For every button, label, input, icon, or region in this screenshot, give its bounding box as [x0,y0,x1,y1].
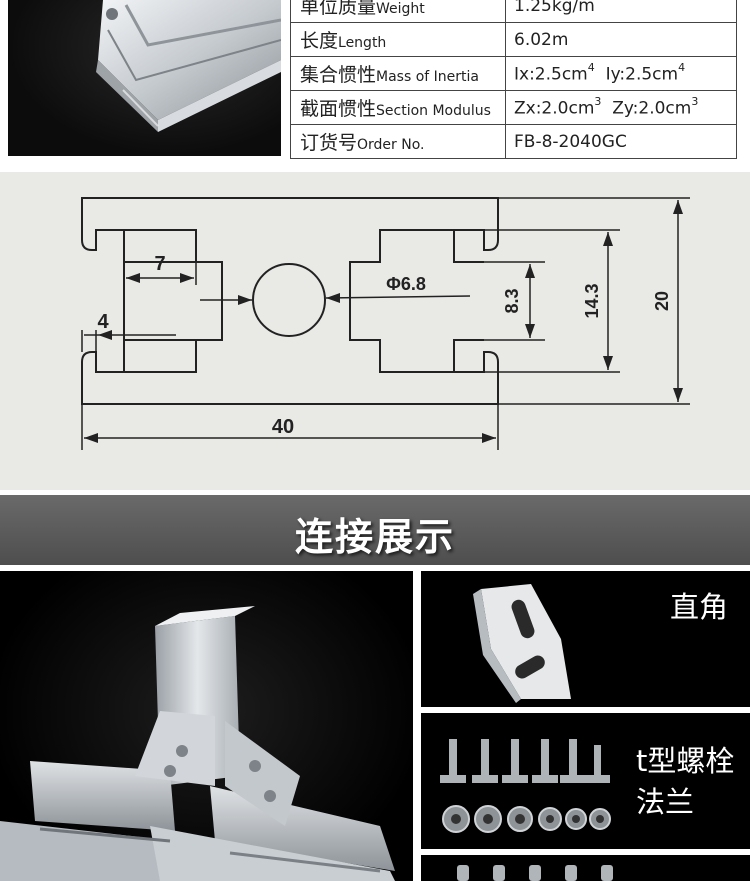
value-x: Ix:2.5cm [514,64,588,85]
label-en: Order No. [357,137,425,153]
section-header: 连接展示 [0,495,750,565]
exponent: 3 [691,94,699,108]
value-y: Zy:2.0cm [612,98,692,119]
profile-photo [8,0,281,156]
label-en: Mass of Inertia [376,69,479,85]
dim-hole-label: Φ6.8 [386,274,426,294]
dim-mid-label: 14.3 [582,283,602,318]
spec-label: 长度Length [290,22,506,57]
spec-label: 订货号Order No. [290,124,506,159]
value-y: Iy:2.5cm [605,64,679,85]
spec-value: Ix:2.5cm4 Iy:2.5cm4 [505,56,737,91]
label-en: Weight [376,1,425,17]
t-bolt-image [440,739,611,833]
dim-inner-label: 8.3 [502,288,522,313]
dim-slot-label: 7 [154,253,165,275]
spec-value: 6.02m [505,22,737,57]
angle-bracket-panel: 直角 [421,571,750,707]
label-en: Section Modulus [376,103,491,119]
label-zh: 集合惯性 [300,64,377,86]
connection-photo [0,571,413,881]
label-en: Length [338,35,387,51]
spec-table: 单位质量Weight 1.25kg/m 长度Length 6.02m 集合惯性M… [290,0,737,159]
dim-width-label: 40 [272,416,294,438]
table-row: 集合惯性Mass of Inertia Ix:2.5cm4 Iy:2.5cm4 [290,56,737,91]
aluminum-profile-image [96,0,281,132]
screws-panel [421,855,750,881]
table-row: 订货号Order No. FB-8-2040GC [290,124,737,159]
dim-height-label: 20 [652,291,672,311]
angle-bracket-image [473,584,571,703]
section-title: 连接展示 [294,515,455,559]
angle-label: 直角 [670,590,729,624]
table-row: 截面惯性Section Modulus Zx:2.0cm3 Zy:2.0cm3 [290,90,737,125]
dim-lip-label: 4 [97,311,109,333]
profile-cross-section: 7 4 Φ6.8 8.3 14.3 20 40 [81,197,690,450]
label-zh: 单位质量 [300,0,377,18]
label-zh: 订货号 [300,132,358,154]
technical-drawing: 7 4 Φ6.8 8.3 14.3 20 40 [0,172,750,490]
spec-label: 单位质量Weight [290,0,506,23]
t-bolt-panel: t型螺栓 法兰 [421,713,750,849]
spec-value: FB-8-2040GC [505,124,737,159]
exponent: 4 [587,60,595,74]
spec-value: 1.25kg/m [505,0,737,23]
corner-connection-image [0,606,395,881]
spec-label: 集合惯性Mass of Inertia [290,56,506,91]
spec-label: 截面惯性Section Modulus [290,90,506,125]
exponent: 4 [678,60,686,74]
label-zh: 长度 [300,30,339,52]
flange-label: 法兰 [636,785,695,819]
exponent: 3 [594,94,602,108]
t-bolt-label: t型螺栓 [636,744,735,778]
spec-value: Zx:2.0cm3 Zy:2.0cm3 [505,90,737,125]
value-x: Zx:2.0cm [514,98,595,119]
table-row: 长度Length 6.02m [290,22,737,57]
screws-image [457,865,613,881]
label-zh: 截面惯性 [300,98,377,120]
table-row: 单位质量Weight 1.25kg/m [290,0,737,23]
